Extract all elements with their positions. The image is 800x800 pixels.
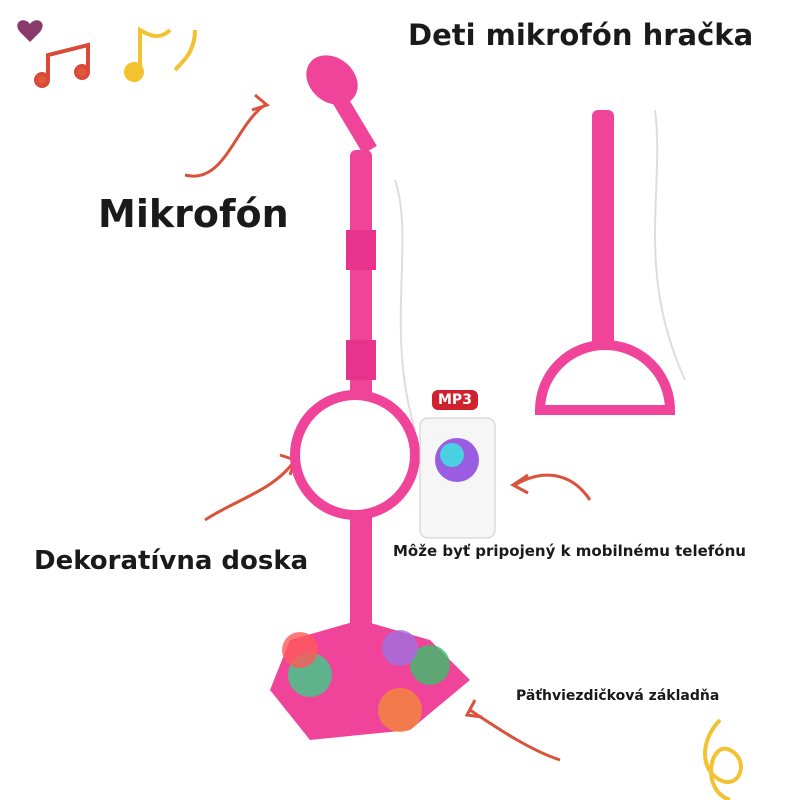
mobile-phone: [419, 417, 496, 539]
arrow-icon: [184, 93, 592, 762]
label-decorative-board: Dekoratívna doska: [34, 546, 309, 576]
label-phone-connect: Môže byť pripojený k mobilnému telefónu: [393, 542, 746, 560]
music-note-icon: [124, 26, 197, 82]
heart-icon: [17, 20, 43, 42]
page-title: Deti mikrofón hračka: [408, 18, 754, 52]
stand-detail: [534, 109, 686, 415]
label-star-base: Päťhviezdičková základňa: [516, 688, 720, 704]
mp3-badge: MP3: [432, 390, 478, 410]
music-note-icon: [34, 42, 90, 88]
microphone-toy: [270, 55, 470, 740]
label-microphone: Mikrofón: [98, 192, 289, 236]
treble-clef-icon: [703, 718, 743, 800]
